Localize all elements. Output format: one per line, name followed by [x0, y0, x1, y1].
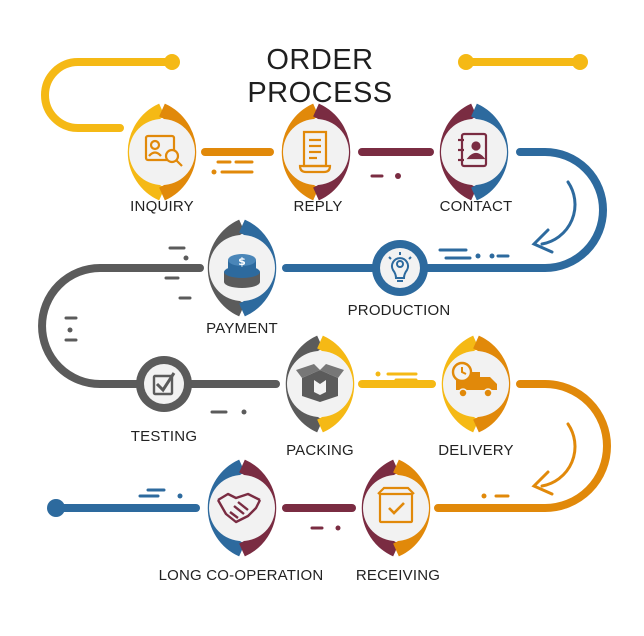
gear-bulb-icon	[388, 252, 412, 282]
step-label-payment: PAYMENT	[206, 320, 278, 337]
svg-text:$: $	[238, 255, 246, 268]
inquiry-icon	[144, 134, 183, 167]
step-inquiry	[127, 103, 197, 201]
arrow-orange-icon	[531, 422, 577, 496]
step-packing	[285, 335, 355, 433]
connector-dot-topleft	[164, 54, 180, 70]
page-title: ORDER PROCESS	[247, 44, 393, 109]
step-reply	[281, 103, 351, 201]
step-label-long-cooperation: LONG CO-OPERATION	[158, 567, 324, 584]
connector-contact-production	[424, 148, 607, 272]
step-payment: $	[207, 219, 277, 317]
step-receiving	[361, 459, 431, 557]
contact-book-icon	[458, 132, 488, 168]
connector-dot-title-right-start	[458, 54, 474, 70]
step-label-testing: TESTING	[130, 428, 198, 445]
step-label-reply: REPLY	[293, 198, 343, 215]
connector-delivery-receiving	[434, 380, 611, 512]
connector-dot-topright	[572, 54, 588, 70]
document-icon	[298, 130, 332, 174]
checkbox-icon	[152, 372, 176, 396]
step-testing	[136, 356, 192, 412]
flow-connectors	[38, 54, 611, 517]
step-label-delivery: DELIVERY	[438, 442, 514, 459]
step-long-cooperation	[207, 459, 277, 557]
step-delivery	[441, 335, 511, 433]
connector-end-dot	[47, 499, 65, 517]
box-icon	[296, 364, 344, 402]
step-contact	[439, 103, 509, 201]
step-label-packing: PACKING	[286, 442, 354, 459]
decorative-dashes	[64, 160, 510, 531]
step-label-production: PRODUCTION	[347, 302, 451, 319]
step-label-receiving: RECEIVING	[355, 567, 441, 584]
handshake-icon	[216, 492, 262, 524]
step-production	[372, 240, 428, 296]
received-box-icon	[377, 486, 415, 524]
step-label-inquiry: INQUIRY	[130, 198, 194, 215]
coins-icon: $	[224, 254, 260, 288]
truck-icon	[451, 361, 497, 398]
step-label-contact: CONTACT	[439, 198, 513, 215]
arrow-blue-icon	[531, 180, 577, 254]
connector-start-hook	[41, 58, 176, 132]
connector-payment-testing	[38, 264, 204, 388]
